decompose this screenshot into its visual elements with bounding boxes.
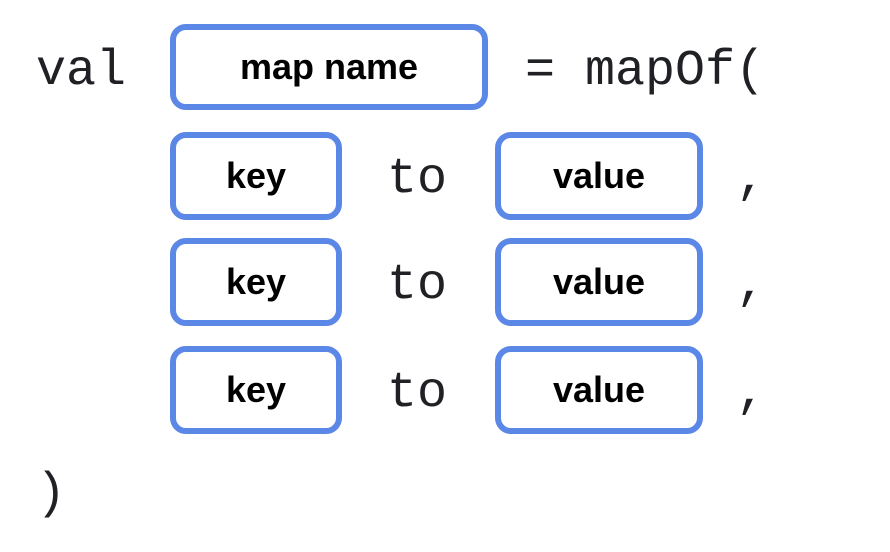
key-placeholder: key	[170, 132, 342, 220]
comma-separator: ,	[736, 365, 767, 422]
map-name-placeholder: map name	[170, 24, 488, 110]
comma-separator: ,	[736, 151, 767, 208]
to-keyword: to	[387, 151, 448, 208]
val-keyword: val	[36, 43, 127, 100]
value-placeholder: value	[495, 132, 703, 220]
key-placeholder: key	[170, 238, 342, 326]
comma-separator: ,	[736, 257, 767, 314]
to-keyword: to	[387, 365, 448, 422]
value-placeholder: value	[495, 346, 703, 434]
mapof-call-open: = mapOf(	[525, 43, 766, 100]
to-keyword: to	[387, 257, 448, 314]
closing-paren: )	[36, 466, 67, 523]
key-placeholder: key	[170, 346, 342, 434]
value-placeholder: value	[495, 238, 703, 326]
